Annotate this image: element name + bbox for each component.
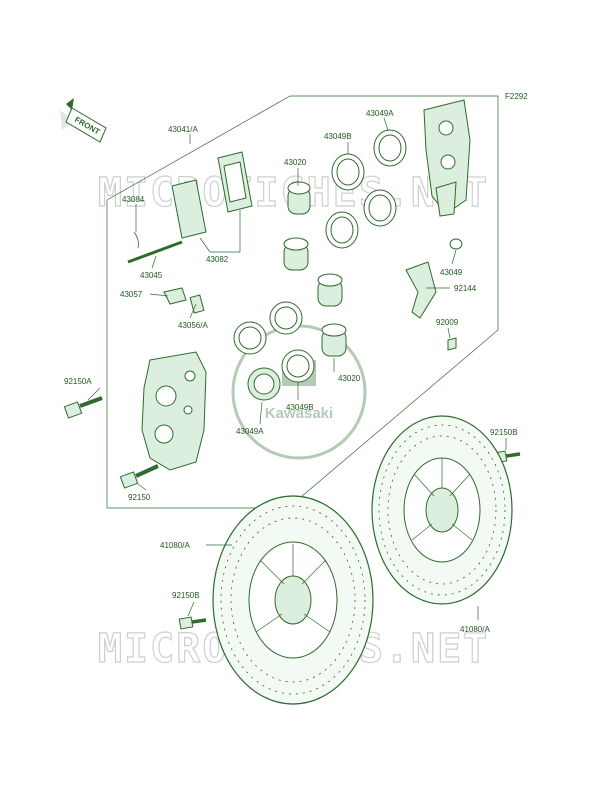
callout-92144: 92144 bbox=[454, 284, 477, 293]
callout-41080A-right: 41080/A bbox=[460, 625, 490, 634]
callout-43041A: 43041/A bbox=[168, 125, 198, 134]
bracket-parts bbox=[405, 238, 463, 351]
callout-43049B-mid: 43049B bbox=[286, 403, 314, 412]
pad-pin bbox=[127, 231, 183, 264]
callout-92150A: 92150A bbox=[64, 377, 92, 386]
callout-43020-mid: 43020 bbox=[338, 374, 361, 383]
callout-43020-top: 43020 bbox=[284, 158, 307, 167]
callout-43056A: 43056/A bbox=[178, 321, 208, 330]
callout-43049A-top: 43049A bbox=[366, 109, 394, 118]
leader-lines bbox=[87, 117, 507, 620]
callout-43045: 43045 bbox=[140, 271, 163, 280]
callout-43049A-mid: 43049A bbox=[236, 427, 264, 436]
callout-43057: 43057 bbox=[120, 290, 143, 299]
brake-disc-left bbox=[212, 495, 374, 705]
caliper-assembly-frame bbox=[106, 95, 499, 509]
callout-43049B-top: 43049B bbox=[324, 132, 352, 141]
pistons-and-seals bbox=[233, 129, 407, 401]
diagram-code: F2292 bbox=[505, 92, 528, 101]
callout-43049: 43049 bbox=[440, 268, 463, 277]
brake-disc-right bbox=[371, 415, 513, 605]
caliper-half-right bbox=[423, 99, 471, 217]
callout-92150: 92150 bbox=[128, 493, 151, 502]
callout-43082: 43082 bbox=[206, 255, 229, 264]
callout-43084: 43084 bbox=[122, 195, 145, 204]
brake-pads bbox=[171, 151, 253, 239]
callout-92009: 92009 bbox=[436, 318, 459, 327]
front-arrow-icon: FRONT bbox=[60, 98, 107, 143]
logo-text: Kawasaki bbox=[265, 405, 333, 422]
callout-92150B-right: 92150B bbox=[490, 428, 518, 437]
bleeder-parts bbox=[163, 287, 205, 314]
caliper-body bbox=[141, 351, 207, 471]
callout-41080A-left: 41080/A bbox=[160, 541, 190, 550]
callout-92150B-left: 92150B bbox=[172, 591, 200, 600]
